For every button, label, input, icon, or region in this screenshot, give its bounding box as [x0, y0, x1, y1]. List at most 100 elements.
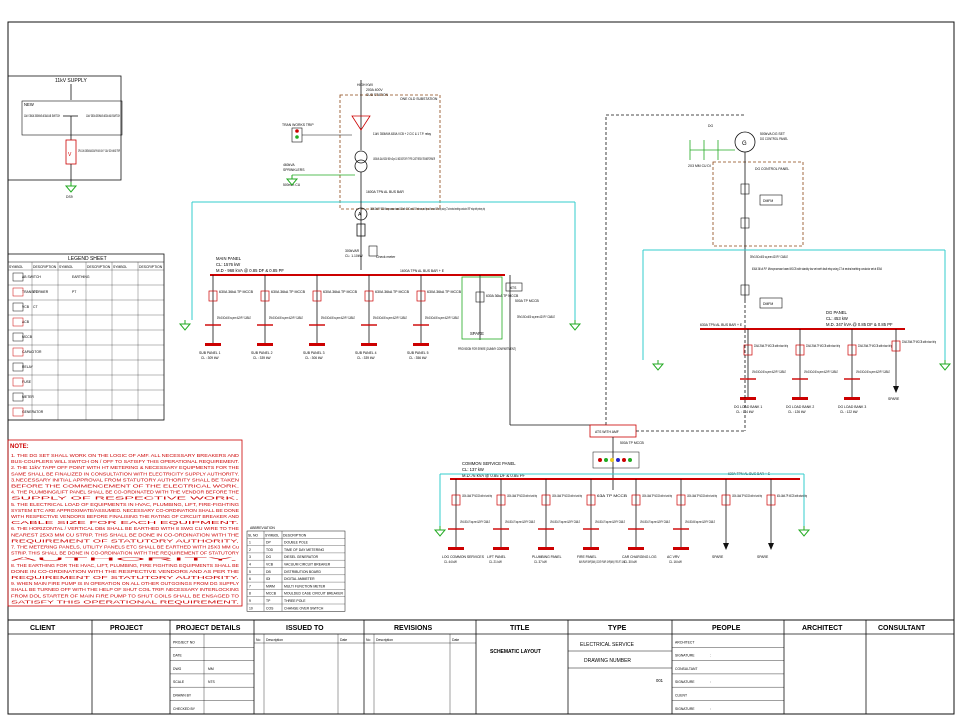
revision-col: Date — [452, 638, 459, 642]
supply-right-switch: 11kV 350A 350MVA 630A AB SWITCH — [86, 114, 120, 118]
sub-panel-feeder-load: CL : 309 kW — [201, 356, 219, 360]
sub-panel-feeder-name: SUB PANEL 3 — [303, 351, 325, 355]
dg-cable: 3Rx3.5Cx400 sq.mm A2XFY CABLE — [750, 255, 789, 259]
common-cable-label: 1Rx3.5Cx70 sq.mm A2XFY CABLE — [505, 520, 535, 524]
common-breaker-icon — [631, 494, 641, 506]
common-breaker-icon — [766, 494, 776, 506]
common-breaker-label: 63A TP MCCB — [597, 494, 628, 498]
common-cl: CL: 137 kW — [462, 467, 484, 472]
common-feeder-load: CL 44 kW — [444, 560, 457, 564]
note-line: BUS-COUPLERS WILL SWITCH ON / OFF TO SAT… — [11, 459, 239, 464]
title-block: CLIENT PROJECT PROJECT DETAILS ISSUED TO… — [7, 619, 955, 715]
spare-breaker: 630A 36kA TP MCCB — [486, 294, 519, 298]
common-cable-label: 1Rx3.5Cx70 sq.mm A2XFY CABLE — [640, 520, 670, 524]
note-line: WITH RESPECTIVE VENDORS BEFORE FINALISIN… — [11, 514, 239, 519]
abbr-cell: DIESEL GENERATOR — [284, 555, 319, 559]
common-earth-left-icon — [434, 525, 446, 537]
sub-panel-breaker-label: 630A 36kA TP MCCB — [375, 290, 410, 294]
common-earth-right-icon — [798, 525, 810, 537]
common-breaker-icon — [676, 494, 686, 506]
spare-feeder: 630A 36kA TP MCCB SPARE PROVISION FOR SP… — [458, 275, 606, 426]
note-line: FROM DOL STARTER OF MAIN FIRE PUMP TO SH… — [11, 593, 240, 598]
abbr-cell: DP — [266, 541, 271, 545]
dg-breaker-icon — [743, 344, 753, 356]
sub-panel-breaker-label: 630A 36kA TP MCCB — [219, 290, 254, 294]
dg-cable-label: 1Rx3.5Cx240 sq.mm A2XFY CABLE — [804, 370, 838, 374]
tx-rating: 1000kVA 11kV/433V 50Hz Dyn 11 INDOOR DRY… — [373, 157, 435, 161]
dg-panel-title: DG PANEL — [826, 310, 848, 315]
common-md: M.D.76 kVA @ 0.85 DF & 0.85 PF — [462, 473, 525, 478]
common-feeders: 100A 16kA TP MCCB with shunt trip1Rx3.5C… — [442, 479, 807, 564]
common-feeder-name: AC VRV — [667, 555, 680, 559]
main-incomer: A 1600A 50kA P.P. EDO Microprocessor bas… — [179, 196, 581, 331]
sub-panel-breaker-icon — [260, 290, 270, 302]
supply-earth-label: DS9 — [66, 195, 73, 199]
legend-header: SYMBOL — [9, 265, 23, 269]
note-line: SUPPLY OF RESPECTIVE WORK. — [11, 496, 239, 501]
tx-hv-switch: 11kV 350MVA 630A VCB + 2 C/C & 1 T.P. re… — [373, 132, 431, 136]
abbr-cell: MCCB — [266, 592, 277, 596]
abbr-cell: TOD — [266, 548, 274, 552]
dg-cable-label: 1Rx3.5Cx240 sq.mm A2XFY CABLE — [856, 370, 890, 374]
sub-panel-feeder-name: SUB PANEL 2 — [251, 351, 273, 355]
spare-ats-feeder: ATS — [510, 286, 517, 290]
people-value: : — [710, 680, 711, 684]
notes-block: NOTE: 1. THE DG SET SHALL WORK ON THE LO… — [7, 439, 243, 607]
spare-ats-sub: 500A TP MCCB — [515, 299, 540, 303]
ats-block: ATS WITH AMF 500A TP MCCB — [589, 300, 746, 490]
people-label: ARCHITECT — [675, 640, 694, 644]
supply-new-tag: NEW — [24, 102, 34, 107]
dg-breaker-icon — [795, 344, 805, 356]
sub-panel-breaker-label: 630A 36kA TP MCCB — [427, 290, 462, 294]
note-line: 1. THE DG SET SHALL WORK ON THE LOGIC OF… — [11, 453, 239, 458]
legend-cell: CAPACITOR — [22, 350, 42, 354]
note-line: 5. THE ELECTRICAL LOAD OF EQUIPMENTS IN … — [11, 502, 239, 507]
note-line: CABLE SIZE FOR EACH EQUIPMENT. — [11, 520, 239, 525]
common-feeder-load: CL 16 kW — [669, 560, 682, 564]
common-feeder-name: SPARE — [712, 555, 724, 559]
note-line: REQUIREMENT OF STATUTORY AUTHORITY. — [11, 538, 239, 543]
dg-rating: 500kVA DG SET — [760, 132, 785, 136]
legend-symbol-icon — [12, 317, 24, 327]
sub-panel-cable-label: 3Rx3.5Cx400 sq.mm A2XFY CABLE — [269, 316, 303, 320]
abbr-cell: COS — [266, 606, 274, 610]
note-line: 9. WHEN MAIN FIRE PUMP IS IN OPERATION O… — [11, 581, 239, 586]
people-label: CONSULTANT — [675, 667, 697, 671]
abbr-cell: DOUBLE POLE — [284, 541, 309, 545]
legend-header: SYMBOL — [113, 265, 127, 269]
common-feeder-name: LIFT PANEL — [487, 555, 506, 559]
common-feeder-1: 100A 16kA TP MCCB with shunt trip1Rx3.5C… — [442, 479, 492, 564]
note-line: 3.NECESSARY INITIAL APPROVAL FROM STATUT… — [11, 477, 239, 482]
main-acb-text: 1600A 50kA P.P. EDO Microprocessor based… — [370, 207, 485, 211]
dg-earth-right-icon — [939, 359, 951, 371]
common-panel: COMMON SERVICE PANEL CL: 137 kW M.D.76 k… — [434, 461, 810, 537]
dg-control: DG CONTROL PANEL — [760, 137, 788, 141]
tb-title: TITLE — [510, 625, 530, 632]
dg-breaker-label: 200A 25kA TP MCCB with shunt trip — [902, 340, 936, 344]
ats-sub: 500A TP MCCB — [620, 441, 645, 445]
sub-panel-breaker-icon — [312, 290, 322, 302]
dg-feeder-load: CL : 126 kW — [788, 410, 806, 414]
dg-system: G DG 500kVA DG SET DG CONTROL PANEL 2X3 … — [605, 114, 951, 425]
abbr-cell: 7 — [249, 584, 251, 588]
tb-architect: ARCHITECT — [802, 625, 843, 632]
main-panel-md: M.D - 968 kVA @ 0.85 DF & 0.85 PF — [216, 268, 284, 273]
dg-feeder-name: DG LOAD BANK 1 — [734, 405, 762, 409]
people-label: SIGNATURE — [675, 654, 695, 658]
sheet-border — [7, 21, 955, 715]
legend-symbol-icon — [12, 347, 24, 357]
abbr-cell: 10 — [249, 606, 253, 610]
common-breaker-icon — [586, 494, 596, 506]
dg-breaker-label: 200A 25kA TP MCCB with shunt trip — [754, 344, 788, 348]
abbr-cell: DB — [266, 570, 271, 574]
abbr-header: SYMBOL — [265, 534, 279, 538]
supply-block: 11kV SUPPLY NEW 11kV 350A 350MVA 630A AB… — [7, 75, 123, 199]
legend-cell: CT — [33, 290, 38, 294]
supply-title: 11kV SUPPLY — [55, 78, 87, 84]
people-label: SIGNATURE — [675, 707, 695, 711]
